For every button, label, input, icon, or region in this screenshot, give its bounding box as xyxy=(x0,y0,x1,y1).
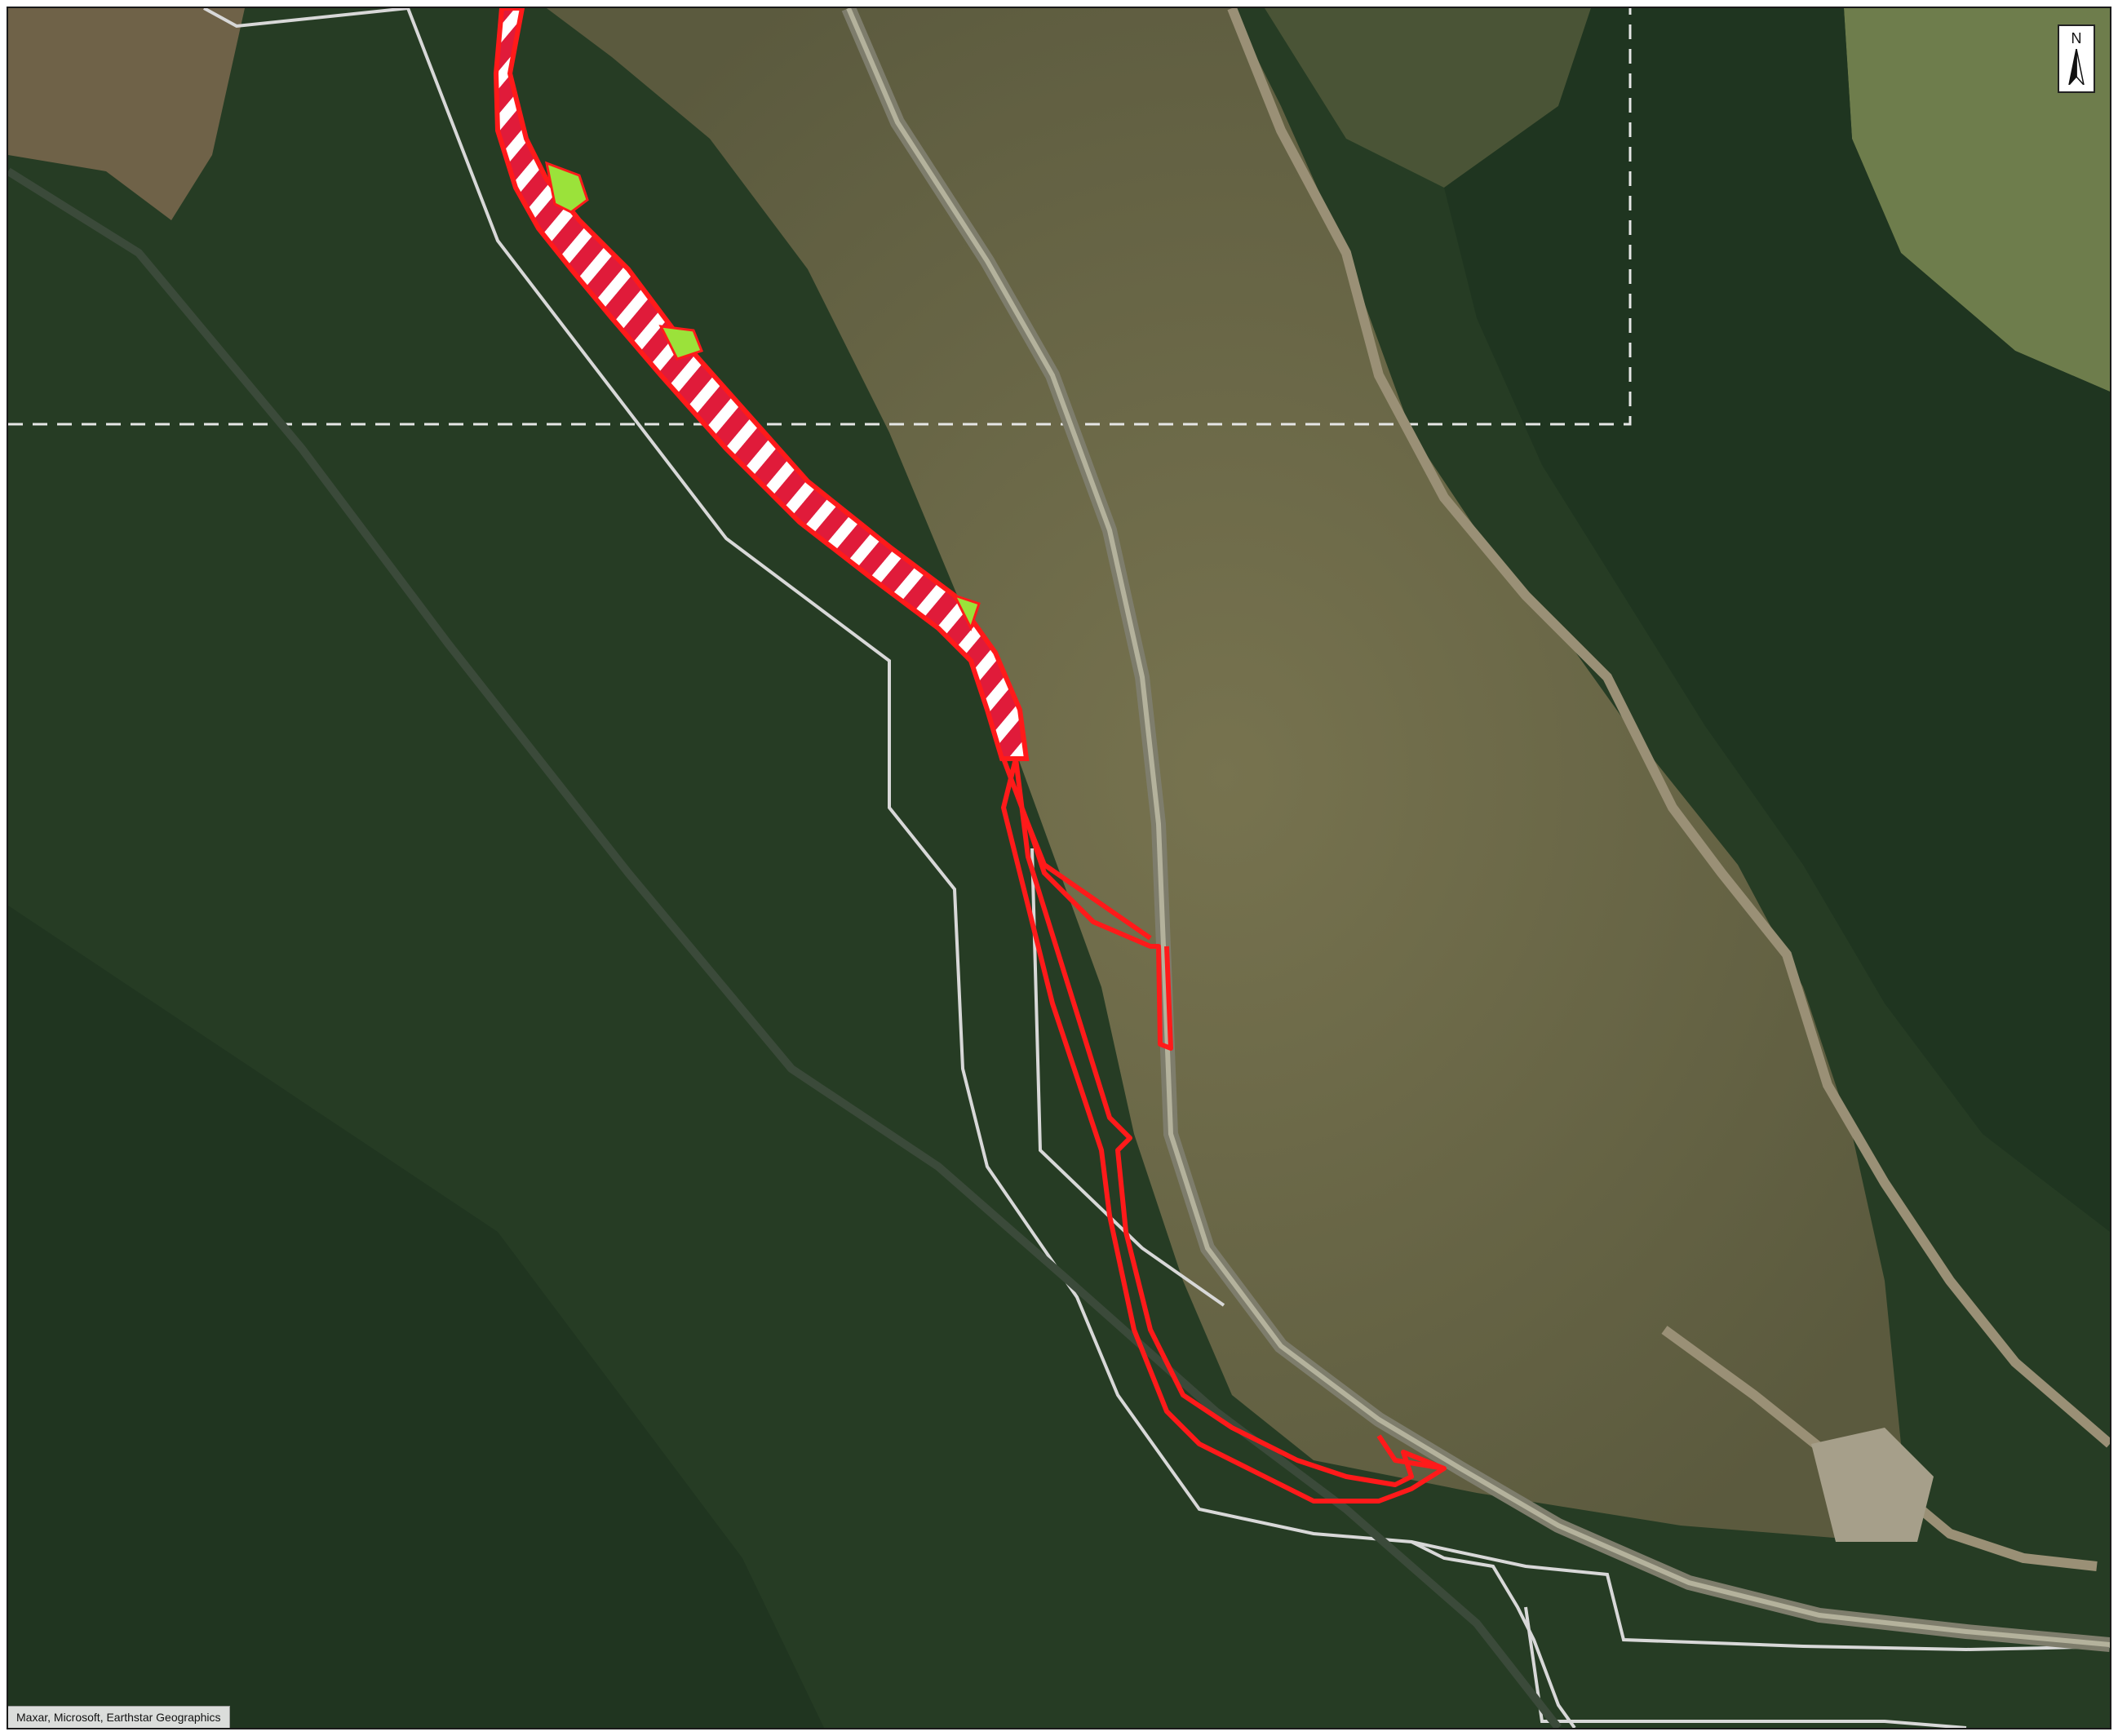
satellite-basemap[interactable] xyxy=(8,8,2110,1728)
grassland-northeast xyxy=(1844,8,2110,392)
quarry-area xyxy=(1811,1428,1934,1542)
map-attribution: Maxar, Microsoft, Earthstar Geographics xyxy=(8,1706,230,1728)
north-label: N xyxy=(2071,30,2082,46)
site-boundary[interactable] xyxy=(1001,756,1447,1504)
forest-band-east xyxy=(1444,8,2110,1232)
clearing-area-northwest xyxy=(8,8,245,220)
north-arrow: N xyxy=(2058,24,2095,93)
site-corridor-hatched[interactable] xyxy=(493,8,1030,761)
parcel-boundaries xyxy=(203,8,2110,1728)
forest-band-southwest xyxy=(8,906,824,1728)
map-frame[interactable]: N Maxar, Microsoft, Earthstar Geographic… xyxy=(7,7,2111,1729)
dashed-boundary-line xyxy=(8,8,1632,426)
river xyxy=(8,167,1562,1728)
clearing-area-east xyxy=(1265,8,1591,188)
main-road xyxy=(841,8,2110,1652)
clearing-area-central xyxy=(547,8,1901,1542)
north-arrow-icon xyxy=(2068,49,2085,85)
